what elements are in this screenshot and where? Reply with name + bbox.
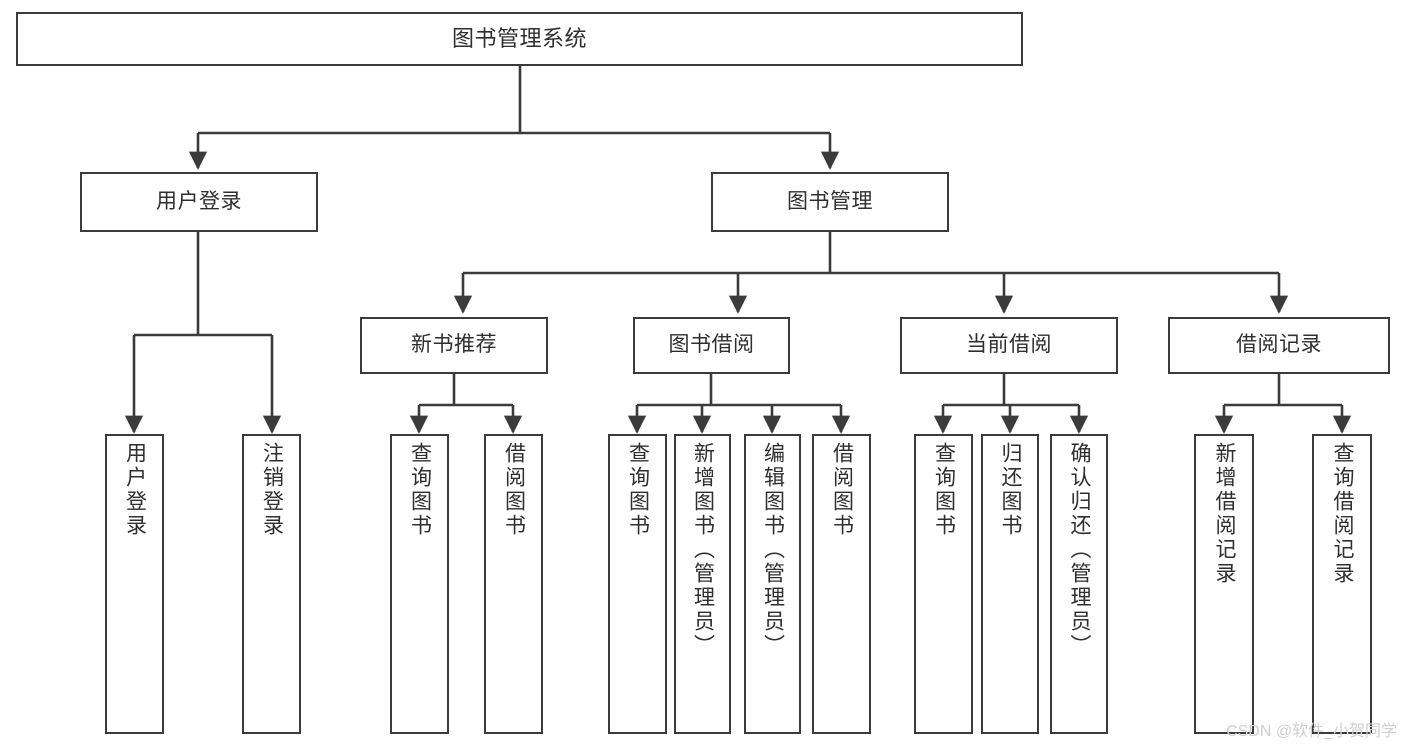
node-user-login[interactable]: 用户登录 (80, 172, 318, 232)
node-leaf-add-record-label: 新增借阅记录 (1213, 442, 1237, 586)
node-leaf-query-book-2[interactable]: 查询图书 (608, 434, 667, 734)
node-leaf-add-book[interactable]: 新增图书（管理员） (674, 434, 731, 734)
node-leaf-add-book-label: 新增图书（管理员） (691, 442, 715, 658)
node-leaf-query-book-1[interactable]: 查询图书 (390, 434, 449, 734)
node-leaf-confirm-return[interactable]: 确认归还（管理员） (1050, 434, 1108, 734)
node-current-borrow[interactable]: 当前借阅 (900, 317, 1118, 374)
node-borrow-record[interactable]: 借阅记录 (1168, 317, 1390, 374)
node-leaf-edit-book-label: 编辑图书（管理员） (761, 442, 785, 658)
node-leaf-query-book-1-label: 查询图书 (408, 442, 432, 538)
node-book-borrow[interactable]: 图书借阅 (633, 317, 790, 374)
node-leaf-user-login[interactable]: 用户登录 (105, 434, 164, 734)
node-leaf-user-login-label: 用户登录 (123, 442, 147, 538)
node-book-manage-label: 图书管理 (787, 189, 873, 213)
node-root[interactable]: 图书管理系统 (16, 12, 1023, 66)
node-new-book-rec[interactable]: 新书推荐 (360, 317, 548, 374)
node-leaf-borrow-book-1[interactable]: 借阅图书 (484, 434, 543, 734)
node-leaf-query-book-2-label: 查询图书 (626, 442, 650, 538)
node-book-manage[interactable]: 图书管理 (711, 172, 949, 232)
node-leaf-query-record-label: 查询借阅记录 (1331, 442, 1355, 586)
node-current-borrow-label: 当前借阅 (966, 333, 1052, 357)
node-new-book-rec-label: 新书推荐 (411, 333, 497, 357)
node-book-borrow-label: 图书借阅 (668, 333, 755, 357)
node-leaf-borrow-book-1-label: 借阅图书 (502, 442, 526, 538)
node-leaf-add-record[interactable]: 新增借阅记录 (1194, 434, 1254, 734)
node-leaf-query-book-3[interactable]: 查询图书 (914, 434, 973, 734)
node-user-login-label: 用户登录 (156, 189, 242, 213)
node-root-label: 图书管理系统 (451, 26, 587, 52)
node-borrow-record-label: 借阅记录 (1236, 333, 1322, 357)
node-leaf-return-book-label: 归还图书 (999, 442, 1023, 538)
node-leaf-user-logout[interactable]: 注销登录 (242, 434, 301, 734)
node-leaf-user-logout-label: 注销登录 (260, 442, 284, 538)
node-leaf-query-book-3-label: 查询图书 (932, 442, 956, 538)
node-leaf-query-record[interactable]: 查询借阅记录 (1312, 434, 1372, 734)
node-leaf-edit-book[interactable]: 编辑图书（管理员） (744, 434, 801, 734)
node-leaf-borrow-book-2-label: 借阅图书 (830, 442, 854, 538)
node-leaf-confirm-return-label: 确认归还（管理员） (1068, 442, 1092, 658)
watermark-text: CSDN @软件_小贺同学 (1226, 723, 1397, 740)
node-leaf-return-book[interactable]: 归还图书 (981, 434, 1039, 734)
node-leaf-borrow-book-2[interactable]: 借阅图书 (812, 434, 871, 734)
